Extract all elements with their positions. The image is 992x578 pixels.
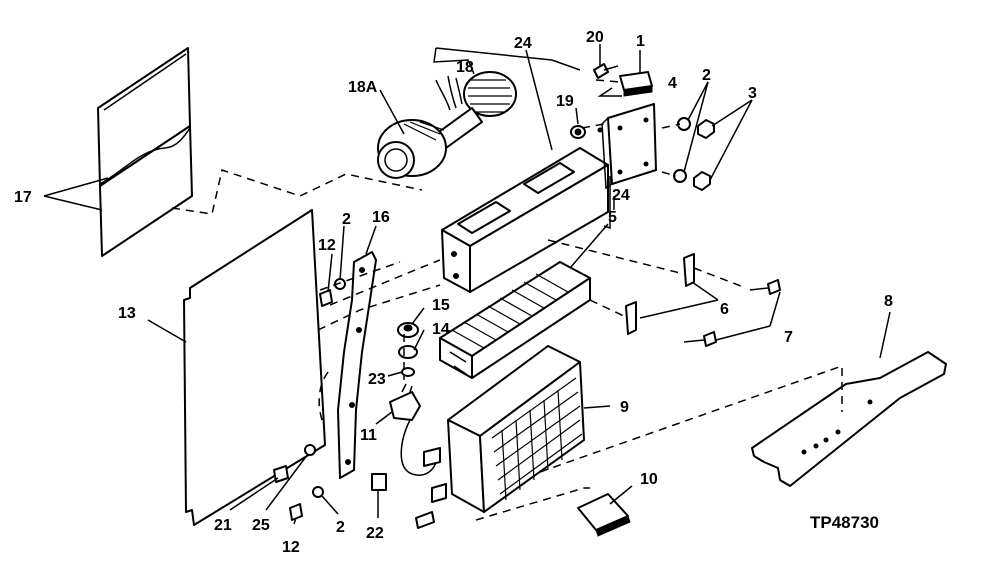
callout-16: 16	[372, 209, 390, 226]
part-19-nut	[570, 125, 586, 139]
part-18A-blower-wheel	[377, 119, 447, 179]
part-12-screws	[289, 289, 333, 521]
callout-15: 15	[432, 297, 450, 314]
part-13-cover-panel	[183, 209, 326, 526]
part-20-screw	[593, 63, 619, 79]
callout-12: 12	[318, 237, 336, 254]
callout-4: 4	[668, 75, 677, 92]
callout-12: 12	[282, 539, 300, 556]
part-11-resistor	[389, 383, 438, 476]
callout-13: 13	[118, 305, 136, 322]
callout-17: 17	[14, 189, 32, 206]
callout-18: 18	[456, 59, 474, 76]
callout-22: 22	[366, 525, 384, 542]
callout-2: 2	[336, 519, 345, 536]
part-10-wedge	[577, 493, 631, 537]
callout-11: 11	[360, 427, 377, 444]
callout-2: 2	[702, 67, 711, 84]
leader-lines	[43, 44, 891, 525]
callout-10: 10	[640, 471, 658, 488]
part-8-mounting-plate	[751, 351, 947, 487]
callout-19: 19	[556, 93, 574, 110]
part-5-heater-core	[439, 261, 591, 379]
part-7-screws	[683, 279, 781, 347]
callout-14: 14	[432, 321, 450, 338]
callout-1: 1	[636, 33, 645, 50]
part-24-blower-housing	[441, 147, 609, 293]
callout-7: 7	[784, 329, 793, 346]
callout-24: 24	[612, 187, 630, 204]
callout-2: 2	[342, 211, 351, 228]
callout-18A: 18A	[348, 79, 378, 96]
part-2-washers	[304, 117, 691, 498]
part-6-clips	[625, 253, 695, 335]
callout-23: 23	[368, 371, 386, 388]
figure-id: TP48730	[810, 513, 879, 532]
callout-5: 5	[608, 209, 617, 226]
part-9-evaporator-box	[415, 345, 585, 529]
callout-20: 20	[586, 29, 604, 46]
part-1-knob	[619, 71, 653, 97]
part-3-nuts	[693, 119, 715, 191]
part-4-switch-bracket	[597, 103, 657, 190]
part-18-blower-motor	[435, 71, 517, 149]
callout-9: 9	[620, 399, 629, 416]
part-15-nut	[397, 322, 419, 338]
callout-8: 8	[884, 293, 893, 310]
callout-6: 6	[720, 301, 729, 318]
part-22-connector	[371, 473, 387, 491]
part-16-bracket	[337, 251, 377, 479]
callout-21: 21	[214, 517, 232, 534]
part-17-filter-panels	[97, 47, 193, 257]
assembly-dash-lines	[171, 79, 843, 521]
callout-24: 24	[514, 35, 532, 52]
callout-labels: 1 2 2 2 3 4 5 6 7 8 9 10 11 12 12 13 14 …	[14, 29, 893, 556]
callout-3: 3	[748, 85, 757, 102]
callout-25: 25	[252, 517, 270, 534]
